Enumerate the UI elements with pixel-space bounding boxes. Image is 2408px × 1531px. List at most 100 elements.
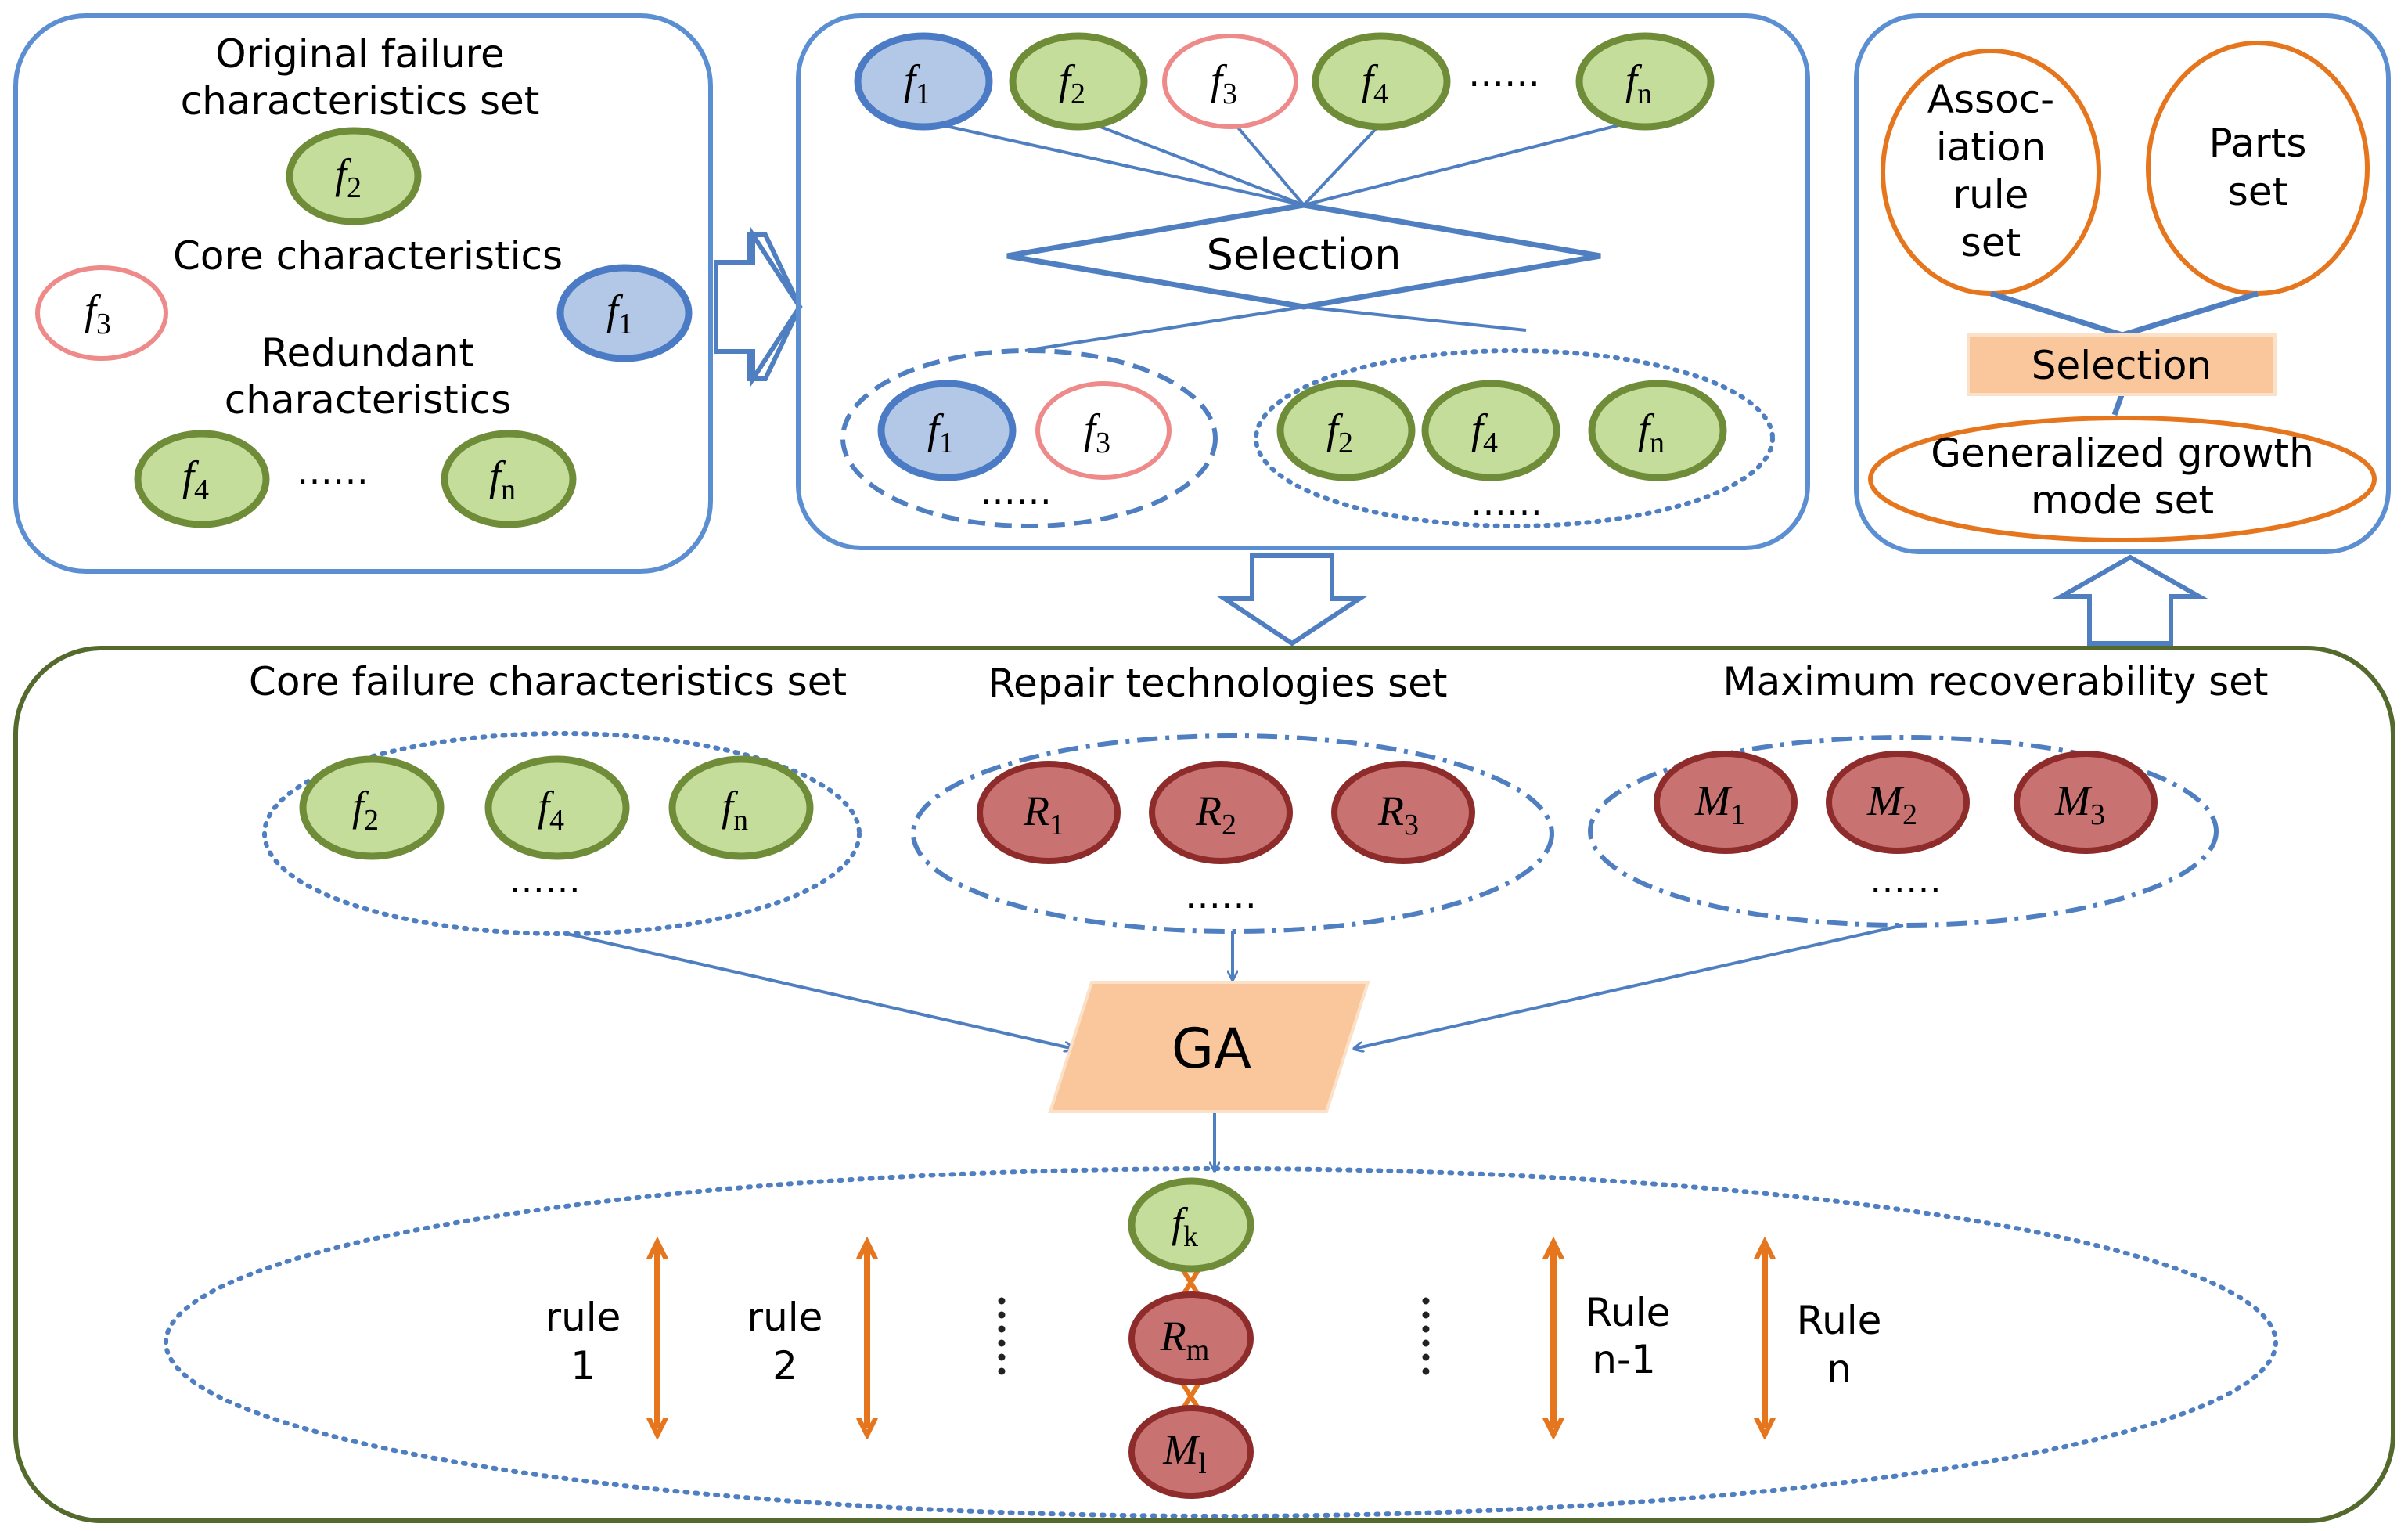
low-node-f3: f3	[1035, 381, 1172, 480]
selection-diamond	[1006, 202, 1601, 310]
panel3-selection-label: Selection	[2032, 343, 2212, 388]
arrow-panel1-to-panel2-body	[714, 226, 803, 387]
rule2-label-line2: 2	[772, 1343, 797, 1389]
core-node-f4: f4	[484, 755, 630, 860]
rule-arrows	[657, 1248, 1765, 1428]
redundant-label-line2: characteristics	[225, 377, 511, 423]
top-node-fn: fn	[1575, 32, 1715, 131]
max-set-ellipsis: ……	[1870, 859, 1942, 901]
ga-block	[1048, 981, 1370, 1113]
rule1-label-line2: 1	[571, 1343, 596, 1389]
low-node-f2: f2	[1276, 380, 1416, 481]
low-node-fn: fn	[1588, 380, 1727, 481]
top-node-f4: f4	[1312, 32, 1451, 131]
svg-text:R3: R3	[1377, 787, 1419, 841]
top-node-f1: f1	[854, 32, 993, 131]
top-node-f3: f3	[1162, 34, 1298, 129]
growth-mode-set-node	[1868, 416, 2377, 542]
repair-node-r2: R2	[1149, 761, 1293, 864]
bottom-box	[13, 646, 2395, 1523]
node-f1: f1	[556, 264, 693, 362]
svg-text:iation: iation	[1936, 124, 2046, 170]
rule2-label-line1: rule	[747, 1295, 823, 1340]
rulen1-label-line2: n-1	[1592, 1337, 1656, 1382]
growth-mode-line1: Generalized growth	[1931, 430, 2314, 476]
parts-set-node: Parts set	[2146, 41, 2370, 296]
rule-node-rm: Rm	[1128, 1291, 1254, 1385]
node-f3: f3	[35, 265, 168, 361]
arrow-panel2-to-bottom	[1217, 553, 1367, 647]
ga-label: GA	[1172, 1017, 1251, 1081]
max-node-m1: M1	[1654, 751, 1798, 854]
top-node-f2: f2	[1009, 32, 1148, 131]
svg-text:set: set	[1961, 220, 2021, 265]
core-set-ellipsis: ……	[509, 859, 581, 901]
rules-group	[164, 1166, 2278, 1518]
svg-text:f1: f1	[927, 405, 954, 459]
svg-text:Ml: Ml	[1162, 1426, 1207, 1480]
repair-set-ellipsis: ……	[1185, 874, 1257, 917]
svg-text:Parts: Parts	[2209, 121, 2307, 166]
rule-node-fk: fk	[1128, 1177, 1254, 1273]
svg-text:M3: M3	[2054, 777, 2105, 831]
rule1-label-line1: rule	[545, 1295, 621, 1340]
arrow-bottom-to-panel3	[2052, 554, 2208, 646]
core-node-fn: fn	[668, 755, 814, 860]
max-node-m2: M2	[1826, 751, 1970, 854]
panel-ga-optimization: Core failure characteristics set Repair …	[13, 646, 2395, 1523]
max-set-label: Maximum recoverability set	[1722, 659, 2268, 704]
rule-node-ml: Ml	[1128, 1405, 1254, 1499]
rulen1-label-line1: Rule	[1586, 1290, 1671, 1335]
svg-text:Assoc-: Assoc-	[1927, 77, 2054, 122]
panel3-box	[1854, 13, 2391, 554]
growth-mode-line2: mode set	[2031, 477, 2214, 523]
svg-text:fn: fn	[1638, 405, 1665, 459]
panel1-title-line2: characteristics set	[181, 78, 540, 124]
svg-text:R2: R2	[1195, 787, 1236, 841]
node-f2: f2	[286, 127, 422, 225]
association-rule-set-node: Assoc- iation rule set	[1881, 49, 2101, 296]
redundant-group-dotted	[1254, 348, 1775, 528]
panel3-connectors	[1989, 290, 2259, 416]
ga-input-arrows	[563, 924, 1904, 1171]
svg-text:set: set	[2228, 169, 2287, 214]
svg-text:R1: R1	[1023, 787, 1064, 841]
core-group-ellipsis: ……	[980, 470, 1052, 513]
panel1-title-line1: Original failure	[215, 31, 504, 77]
redundant-group-ellipsis: ……	[1470, 481, 1542, 524]
top-row-ellipsis: ……	[1468, 52, 1540, 95]
panel1-box	[13, 13, 713, 574]
svg-text:rule: rule	[1953, 172, 2029, 218]
core-node-f2: f2	[299, 755, 445, 860]
max-node-m3: M3	[2014, 751, 2158, 854]
repair-node-r3: R3	[1331, 761, 1475, 864]
max-set-group	[1588, 735, 2219, 928]
vertical-ellipsis-right	[1422, 1297, 1430, 1375]
low-node-f4: f4	[1421, 380, 1560, 481]
svg-text:Rm: Rm	[1160, 1313, 1210, 1367]
low-node-f1: f1	[877, 380, 1017, 481]
panel-original-failure-characteristics: Original failure characteristics set f2 …	[13, 13, 713, 574]
selection-lines	[913, 117, 1644, 352]
rulen-label-line1: Rule	[1797, 1298, 1882, 1343]
node-fn: fn	[441, 430, 577, 528]
core-group-dashed	[840, 348, 1218, 528]
core-set-group	[262, 731, 862, 936]
panel-growth-mode: Assoc- iation rule set Parts set Selecti…	[1854, 13, 2391, 554]
svg-text:M2: M2	[1866, 777, 1917, 831]
redundant-label-line1: Redundant	[261, 330, 474, 376]
panel1-ellipsis: ……	[297, 450, 369, 492]
svg-text:M1: M1	[1694, 777, 1745, 831]
node-f4: f4	[134, 430, 270, 528]
vertical-ellipsis-left	[998, 1297, 1006, 1375]
repair-node-r1: R1	[977, 761, 1121, 864]
repair-set-label: Repair technologies set	[988, 661, 1447, 706]
selection-label: Selection	[1207, 230, 1402, 279]
panel3-selection-box	[1967, 333, 2277, 396]
rulen-label-line2: n	[1827, 1346, 1852, 1392]
core-set-label: Core failure characteristics set	[249, 659, 847, 704]
panel2-box	[796, 13, 1810, 550]
panel-selection: f1 f2 f3 f4 …… fn Selection f1 f	[796, 13, 1810, 550]
core-characteristics-label: Core characteristics	[173, 233, 563, 279]
